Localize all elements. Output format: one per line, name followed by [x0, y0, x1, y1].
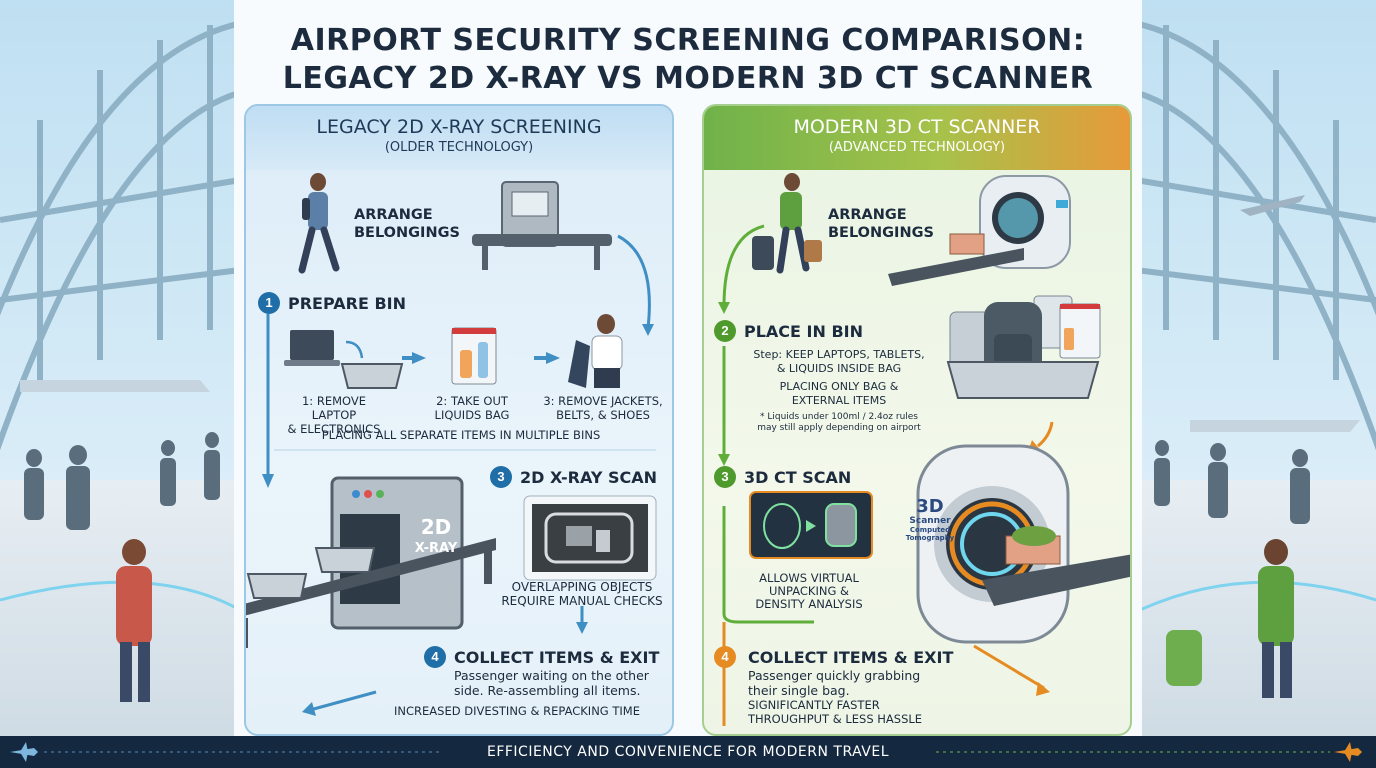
passenger-with-luggage-icon: [752, 173, 822, 274]
ct-scanner-small-icon: [888, 175, 1071, 286]
ct-scan-image: [749, 491, 873, 559]
modern-panel: MODERN 3D CT SCANNER (ADVANCED TECHNOLOG…: [702, 104, 1132, 736]
bin-icon: [340, 363, 404, 389]
laptop-icon: [284, 330, 340, 366]
ct-label-line-2: Scanner: [909, 516, 951, 526]
legacy-substep-1: 1: REMOVE LAPTOP & ELECTRONICS: [278, 394, 390, 436]
title-line-2: LEGACY 2D X-RAY VS MODERN 3D CT SCANNER: [282, 61, 1094, 96]
scan-note-line-2: REQUIRE MANUAL CHECKS: [501, 594, 663, 608]
legacy-substep-3: 3: REMOVE JACKETS, BELTS, & SHOES: [534, 394, 672, 422]
bin-with-backpack-icon: [946, 295, 1101, 399]
modern-exit-note: SIGNIFICANTLY FASTER THROUGHPUT & LESS H…: [748, 698, 922, 726]
legacy-machine-label: 2D X-RAY: [406, 516, 466, 560]
legacy-step-4-title: COLLECT ITEMS & EXIT: [454, 648, 660, 667]
modern-step-4-badge: 4: [714, 646, 736, 668]
xray-machine-icon: [246, 476, 496, 648]
legacy-step-1-title: PREPARE BIN: [288, 294, 406, 313]
page-title: AIRPORT SECURITY SCREENING COMPARISON: L…: [234, 22, 1142, 98]
machine-label-line-2: X-RAY: [414, 541, 458, 556]
footer-text: EFFICIENCY AND CONVENIENCE FOR MODERN TR…: [486, 744, 890, 760]
modern-step-3-badge: 3: [714, 466, 736, 488]
ct-label-line-3: Computed: [909, 526, 951, 534]
step-2-note-line-2: EXTERNAL ITEMS: [791, 394, 887, 407]
modern-step-2-note: PLACING ONLY BAG & EXTERNAL ITEMS: [734, 380, 944, 408]
legacy-step-1-badge: 1: [258, 292, 280, 314]
modern-exit-text: Passenger quickly grabbing their single …: [748, 668, 948, 698]
ct-scan-note-line-2: UNPACKING &: [769, 584, 849, 598]
modern-step-4-title: COLLECT ITEMS & EXIT: [748, 648, 954, 667]
ct-scan-note-line-3: DENSITY ANALYSIS: [755, 597, 863, 611]
modern-intro-line-2: BELONGINGS: [828, 225, 934, 241]
modern-step-2-text: Step: KEEP LAPTOPS, TABLETS, & LIQUIDS I…: [734, 348, 944, 376]
modern-exit-note-line-2: THROUGHPUT & LESS HASSLE: [748, 712, 923, 726]
legacy-intro-label: ARRANGE BELONGINGS: [354, 206, 460, 242]
legacy-intro-line-2: BELONGINGS: [354, 225, 460, 241]
substep-1-line-2: & ELECTRONICS: [287, 422, 381, 436]
modern-exit-note-line-1: SIGNIFICANTLY FASTER: [748, 698, 880, 712]
modern-step-2-title: PLACE IN BIN: [744, 322, 863, 341]
title-line-1: AIRPORT SECURITY SCREENING COMPARISON:: [290, 23, 1086, 58]
modern-step-3-title: 3D CT SCAN: [744, 468, 852, 487]
modern-machine-label: 3D Scanner Computed Tomography: [900, 496, 960, 543]
legacy-exit-note: INCREASED DIVESTING & REPACKING TIME: [394, 704, 640, 718]
jacket-person-icon: [568, 314, 623, 388]
ct-scanner-icon: [916, 444, 1130, 644]
legacy-heading: LEGACY 2D X-RAY SCREENING: [316, 116, 602, 138]
modern-liquids-note: * Liquids under 100ml / 2.4oz rules may …: [734, 412, 944, 434]
airplane-icon-right: [1334, 742, 1362, 762]
legacy-bins-note: PLACING ALL SEPARATE ITEMS IN MULTIPLE B…: [321, 428, 601, 442]
substep-1-line-1: 1: REMOVE LAPTOP: [301, 394, 366, 422]
machine-label-line-1: 2D: [420, 515, 452, 539]
step-2-text-line-1: Step: KEEP LAPTOPS, TABLETS,: [753, 348, 925, 361]
scan-note-line-1: OVERLAPPING OBJECTS: [511, 580, 653, 594]
substep-2-line-1: 2: TAKE OUT: [436, 394, 508, 408]
modern-exit-text-line-2: their single bag.: [748, 683, 850, 698]
exit-text-line-1: Passenger waiting on the other: [454, 668, 649, 683]
substep-3-line-1: 3: REMOVE JACKETS,: [543, 394, 663, 408]
modern-heading: MODERN 3D CT SCANNER: [793, 116, 1041, 138]
legacy-step-3-badge: 3: [490, 466, 512, 488]
xray-machine-small-icon: [472, 181, 612, 270]
modern-step-2-badge: 2: [714, 320, 736, 342]
legacy-panel: LEGACY 2D X-RAY SCREENING (OLDER TECHNOL…: [244, 104, 674, 736]
legacy-step-3-title: 2D X-RAY SCAN: [520, 468, 658, 487]
modern-scan-note: ALLOWS VIRTUAL UNPACKING & DENSITY ANALY…: [744, 572, 874, 611]
legacy-substep-2: 2: TAKE OUT LIQUIDS BAG: [418, 394, 526, 422]
modern-intro-line-1: ARRANGE: [828, 207, 907, 223]
modern-exit-text-line-1: Passenger quickly grabbing: [748, 668, 921, 683]
modern-subheading: (ADVANCED TECHNOLOGY): [828, 140, 1006, 155]
legacy-subheading: (OLDER TECHNOLOGY): [384, 140, 534, 155]
airplane-icon-left: [10, 742, 38, 762]
modern-intro-label: ARRANGE BELONGINGS: [828, 206, 934, 242]
xray-scan-image: [523, 495, 657, 581]
ct-scan-note-line-1: ALLOWS VIRTUAL: [759, 571, 859, 585]
liquids-bag-icon: [451, 327, 497, 385]
modern-illustrations: [718, 173, 1130, 726]
passenger-walking-icon: [298, 173, 340, 274]
exit-text-line-2: side. Re-assembling all items.: [454, 683, 641, 698]
substep-3-line-2: BELTS, & SHOES: [556, 408, 650, 422]
legacy-illustrations: [246, 173, 657, 716]
step-2-note-line-1: PLACING ONLY BAG &: [779, 380, 899, 393]
legacy-panel-header: LEGACY 2D X-RAY SCREENING (OLDER TECHNOL…: [246, 106, 672, 170]
legacy-exit-text: Passenger waiting on the other side. Re-…: [454, 668, 672, 698]
legacy-step-4-badge: 4: [424, 646, 446, 668]
liquids-note-line-1: * Liquids under 100ml / 2.4oz rules: [759, 412, 918, 422]
substep-2-line-2: LIQUIDS BAG: [434, 408, 510, 422]
ct-label-line-1: 3D: [916, 496, 944, 517]
liquids-note-line-2: may still apply depending on airport: [757, 423, 921, 433]
legacy-scan-note: OVERLAPPING OBJECTS REQUIRE MANUAL CHECK…: [494, 580, 670, 608]
footer-banner: EFFICIENCY AND CONVENIENCE FOR MODERN TR…: [0, 736, 1376, 768]
ct-label-line-4: Tomography: [905, 534, 955, 542]
modern-panel-header: MODERN 3D CT SCANNER (ADVANCED TECHNOLOG…: [704, 106, 1130, 170]
step-2-text-line-2: & LIQUIDS INSIDE BAG: [776, 362, 902, 375]
legacy-intro-line-1: ARRANGE: [354, 207, 433, 223]
